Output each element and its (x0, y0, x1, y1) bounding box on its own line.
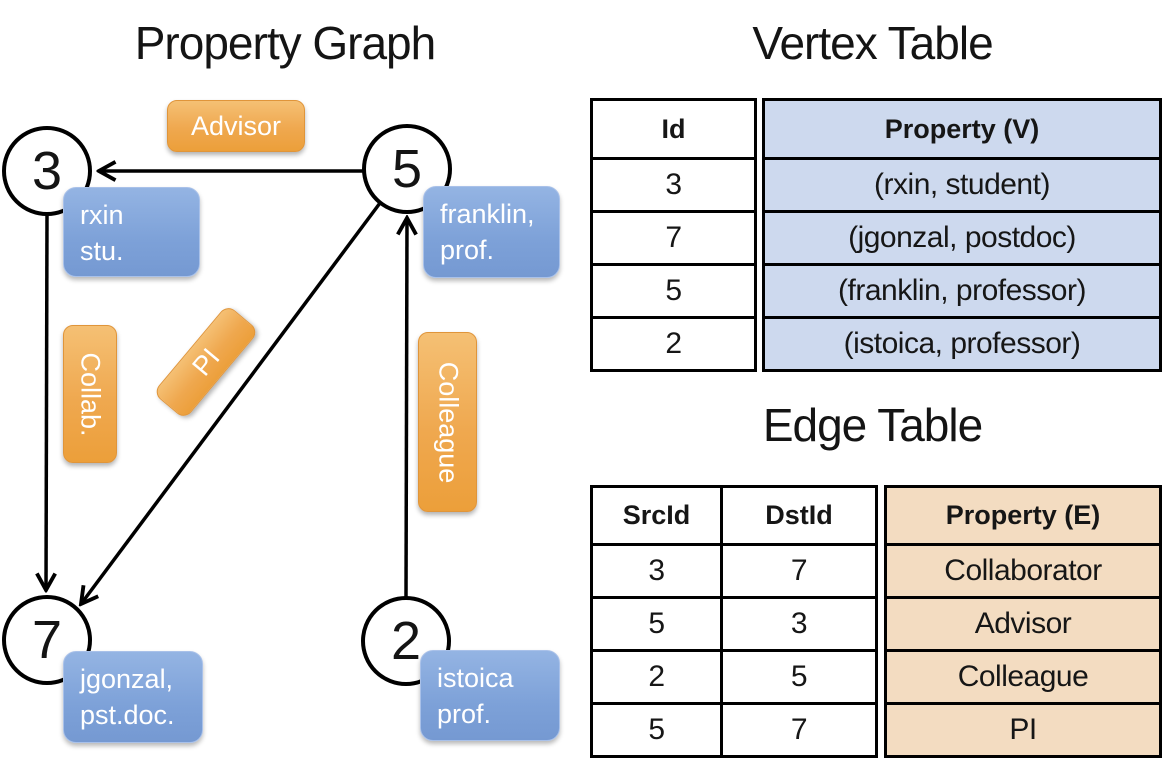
edge-label-colleague: Colleague (418, 332, 477, 512)
edge-table-cell-property: Colleague (957, 660, 1089, 693)
vertex-property-line: franklin, (440, 199, 535, 229)
vertex-property-line: pst.doc. (80, 700, 175, 730)
edge-table-cell-property: Collaborator (944, 554, 1102, 587)
edge-table-cell-property: Advisor (974, 607, 1072, 640)
node-id-label: 2 (390, 611, 422, 671)
edge-table-cell-dstid: 3 (790, 607, 808, 640)
edge-table-property-column: Property (E) Collaborator Advisor Collea… (884, 485, 1162, 758)
vertex-table-header-id: Id (661, 113, 686, 144)
edge-table-id-columns: SrcId DstId 3 7 5 3 2 5 5 7 (590, 485, 878, 758)
vertex-table-cell-property: (jgonzal, postdoc) (848, 221, 1076, 254)
graph-edges (0, 0, 585, 760)
vertex-property-box-rxin: rxin stu. (63, 187, 200, 277)
graph-node-5: 5 (362, 124, 452, 214)
edge-label-collab: Collab. (63, 325, 117, 463)
node-id-label: 3 (31, 141, 63, 201)
edge-table-cell-dstid: 7 (790, 554, 808, 587)
edge-table-cell-srcid: 2 (593, 652, 723, 702)
edge-label-text: Collab. (75, 351, 106, 437)
vertex-table-cell-id: 2 (665, 327, 682, 360)
edge-table-title: Edge Table (762, 399, 983, 451)
vertex-table-cell-property: (istoica, professor) (843, 327, 1081, 360)
edge-table-cell-property: PI (1009, 713, 1037, 746)
vertex-table-title: Vertex Table (752, 17, 993, 69)
edge-3-to-7 (46, 213, 47, 590)
vertex-property-box-jgonzal: jgonzal, pst.doc. (63, 651, 203, 743)
vertex-table-cell-property: (rxin, student) (874, 168, 1050, 201)
property-graph-title: Property Graph (134, 17, 436, 69)
vertex-table-cell-id: 7 (665, 221, 682, 254)
vertex-table-id-column: Id 3 7 5 2 (590, 98, 757, 372)
vertex-property-line: prof. (437, 699, 492, 729)
vertex-property-line: stu. (80, 236, 124, 266)
graph-node-2: 2 (361, 596, 451, 686)
node-id-label: 5 (391, 139, 423, 199)
vertex-property-line: rxin (80, 200, 124, 230)
edge-table-header-dstid: DstId (765, 500, 833, 530)
vertex-property-box-franklin: franklin, prof. (423, 186, 560, 278)
vertex-table-header-property: Property (V) (884, 113, 1040, 144)
edge-table-cell-srcid: 5 (593, 705, 723, 755)
vertex-table-cell-property: (franklin, professor) (838, 274, 1086, 307)
node-id-label: 7 (31, 610, 63, 670)
edge-5-to-7 (81, 201, 382, 604)
vertex-table-cell-id: 3 (665, 168, 682, 201)
edge-2-to-5 (406, 218, 407, 599)
edge-label-text: Colleague (433, 361, 463, 483)
edge-label-text: Advisor (190, 110, 282, 141)
vertex-table-property-column: Property (V) (rxin, student) (jgonzal, p… (762, 98, 1162, 372)
edge-table-header-srcid: SrcId (593, 488, 723, 543)
vertex-property-line: prof. (440, 235, 495, 265)
edge-table-cell-srcid: 5 (593, 599, 723, 649)
edge-table-cell-dstid: 5 (790, 660, 808, 693)
edge-label-text: PI (185, 342, 226, 382)
edge-table-cell-srcid: 3 (593, 546, 723, 596)
vertex-property-box-istoica: istoica prof. (420, 650, 560, 741)
vertex-table-cell-id: 5 (665, 274, 682, 307)
vertex-property-line: istoica (437, 663, 514, 693)
edge-table-header-property: Property (E) (945, 500, 1101, 530)
edge-table-cell-dstid: 7 (790, 713, 808, 746)
edge-label-advisor: Advisor (167, 100, 305, 152)
vertex-property-line: jgonzal, (80, 664, 174, 694)
